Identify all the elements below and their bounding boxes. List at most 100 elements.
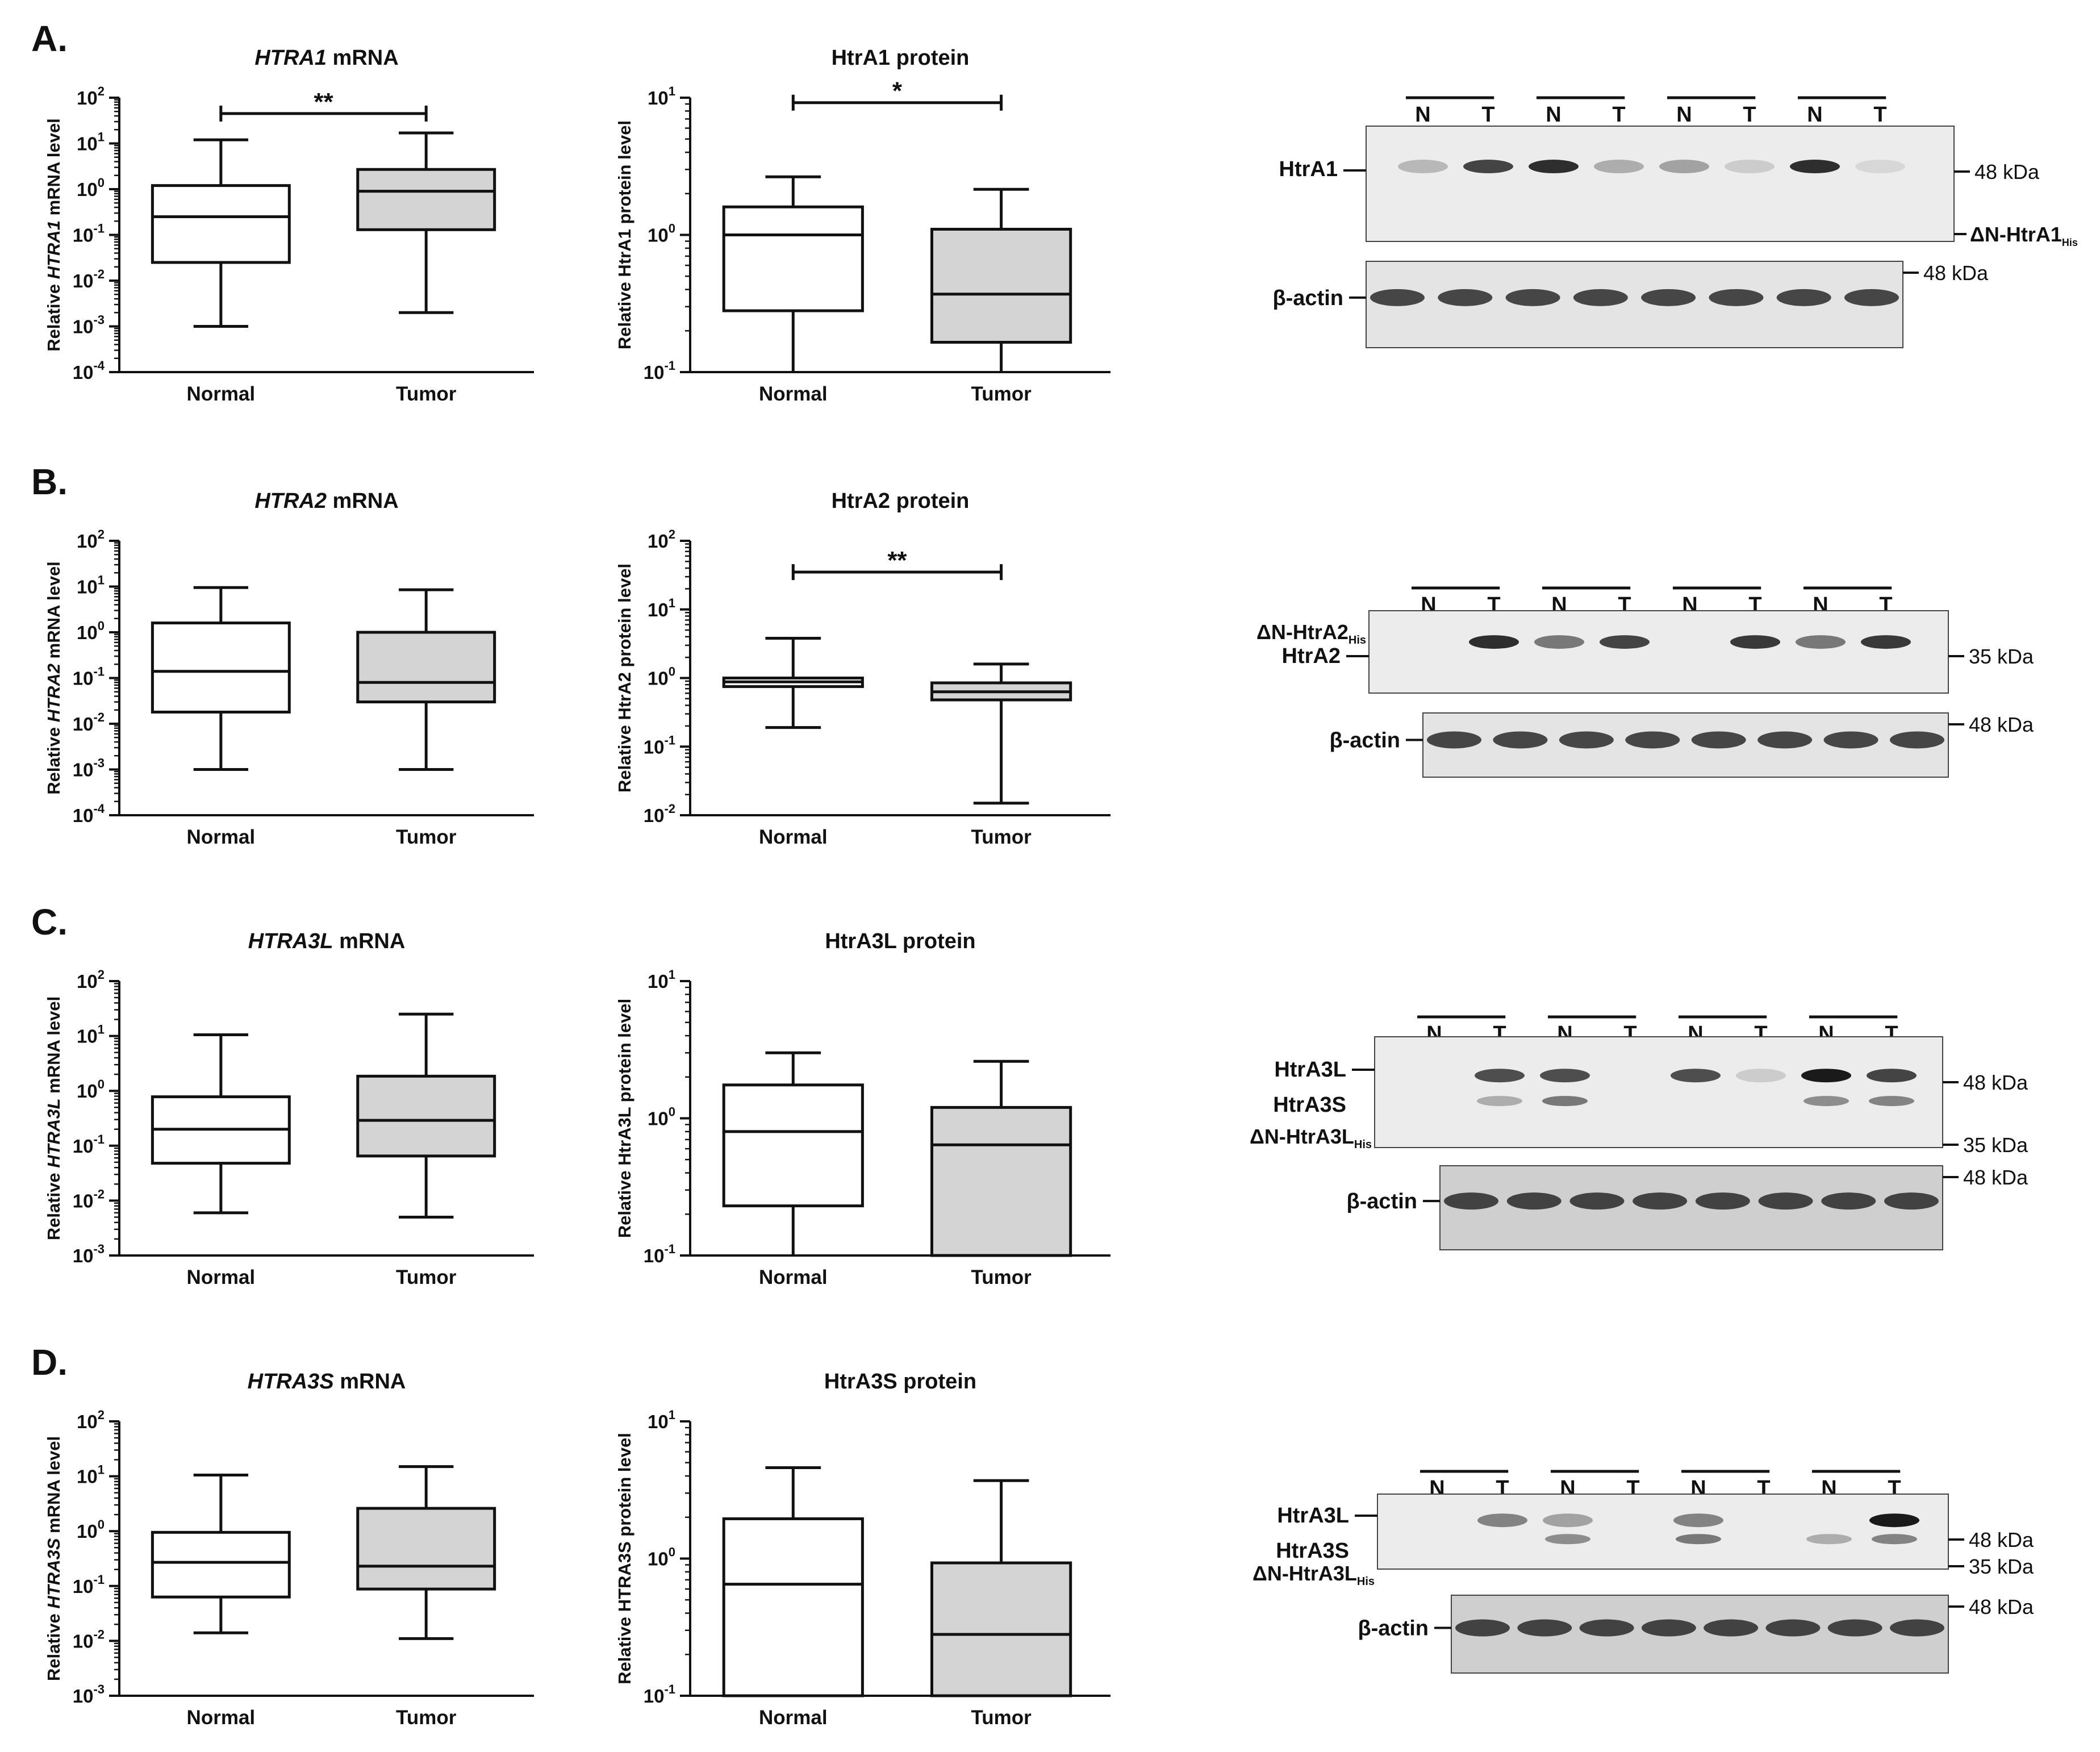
protein-band (1534, 635, 1584, 649)
actin-band (1827, 1619, 1882, 1637)
membrane (1439, 1165, 1943, 1250)
actin-label: β-actin (1358, 1617, 1429, 1641)
y-axis-label: Relative HTRA3S mRNA level (44, 1436, 64, 1681)
chart-title: HtrA2 protein (832, 489, 970, 513)
y-tick-label: 10-4 (73, 358, 105, 383)
category-label: Normal (759, 1707, 828, 1729)
category-label: Normal (187, 383, 256, 405)
actin-band (1517, 1619, 1572, 1637)
box-normal (722, 205, 864, 312)
category-label: Normal (759, 826, 828, 848)
actin-band (1641, 289, 1696, 306)
band-label: HtrA3L (1274, 1058, 1346, 1082)
protein-band (1725, 160, 1775, 174)
actin-membrane (1366, 261, 1903, 348)
lane-label: N (1676, 103, 1692, 127)
significance-stars: * (892, 77, 903, 105)
significance-stars: ** (314, 88, 333, 116)
kda-marker: 35 kDa (1969, 645, 2034, 668)
y-tick-label: 10-1 (73, 1132, 105, 1157)
y-tick-label: 10-3 (73, 1242, 105, 1266)
actin-band (1579, 1619, 1634, 1637)
box-tumor (356, 631, 496, 704)
lane-label: N (1807, 103, 1822, 127)
box-tumor (930, 1106, 1072, 1257)
actin-band (1821, 1192, 1876, 1210)
box-normal (722, 1517, 864, 1697)
actin-band (1506, 1192, 1562, 1210)
protein-band (1543, 1513, 1593, 1528)
y-axis-label: Relative HtrA3L protein level (615, 999, 634, 1238)
kda-marker: 48 kDa (1969, 713, 2034, 736)
category-label: Tumor (971, 383, 1032, 405)
protein-band (1475, 1069, 1525, 1083)
protein-band (1730, 635, 1780, 649)
actin-band (1455, 1619, 1510, 1637)
box-tumor (356, 168, 496, 231)
band-label: HtrA3L (1277, 1504, 1349, 1528)
chart-title: HTRA3S mRNA (248, 1370, 406, 1394)
protein-band (1600, 635, 1650, 649)
category-label: Tumor (971, 826, 1032, 848)
y-tick-label: 10-1 (644, 1682, 675, 1707)
protein-band (1790, 160, 1840, 174)
actin-band (1559, 731, 1614, 749)
protein-band (1676, 1534, 1721, 1545)
protein-band (1801, 1069, 1851, 1083)
lane-label: T (1481, 103, 1494, 127)
category-label: Tumor (396, 1707, 457, 1729)
main-membrane (1377, 1494, 1949, 1570)
protein-band (1869, 1096, 1914, 1107)
actin-band (1757, 731, 1813, 749)
chart-title: HTRA2 mRNA (254, 489, 398, 513)
y-axis-label: Relative HTRA2 mRNA level (44, 561, 64, 795)
membrane (1366, 126, 1955, 242)
box-normal (151, 1530, 291, 1599)
actin-band (1890, 731, 1944, 749)
chart-title: HtrA3S protein (824, 1370, 976, 1394)
lane-label: N (1546, 103, 1561, 127)
y-tick-label: 10-1 (73, 222, 105, 246)
panel-letter: C. (31, 902, 68, 942)
y-tick-label: 10-3 (73, 1682, 105, 1707)
y-tick-label: 10-1 (644, 1242, 675, 1266)
y-tick-label: 10-1 (73, 1572, 105, 1597)
y-tick-label: 10-1 (73, 665, 105, 689)
box-tumor (930, 228, 1072, 344)
category-label: Normal (759, 383, 828, 405)
y-tick-label: 10-2 (73, 1187, 105, 1211)
actin-label: β-actin (1272, 286, 1343, 310)
lane-label: T (1743, 103, 1756, 127)
y-tick-label: 10-2 (73, 267, 105, 291)
membrane (1366, 261, 1903, 348)
protein-band (1872, 1534, 1917, 1545)
box-tumor (930, 1561, 1072, 1697)
y-tick-label: 101 (77, 130, 105, 155)
category-label: Normal (187, 1266, 256, 1288)
y-tick-label: 100 (648, 665, 675, 689)
band-label: HtrA3S (1276, 1539, 1349, 1563)
band-label: HtrA2 (1282, 644, 1341, 668)
protein-band (1477, 1513, 1527, 1528)
y-tick-label: 10-2 (73, 1627, 105, 1651)
membrane (1368, 610, 1949, 694)
y-tick-label: 102 (77, 1408, 105, 1432)
actin-band (1493, 731, 1548, 749)
membrane (1451, 1595, 1949, 1674)
actin-membrane (1439, 1165, 1943, 1250)
actin-band (1633, 1192, 1688, 1210)
y-tick-label: 102 (648, 527, 675, 552)
actin-membrane (1422, 712, 1949, 778)
actin-band (1884, 1192, 1939, 1210)
main-membrane (1366, 126, 1955, 242)
y-axis-label: Relative HtrA1 protein level (615, 120, 634, 349)
kda-marker: 48 kDa (1969, 1595, 2034, 1618)
category-label: Normal (759, 1266, 828, 1288)
kda-marker: 48 kDa (1923, 261, 1989, 285)
panel-letter: B. (31, 461, 68, 502)
